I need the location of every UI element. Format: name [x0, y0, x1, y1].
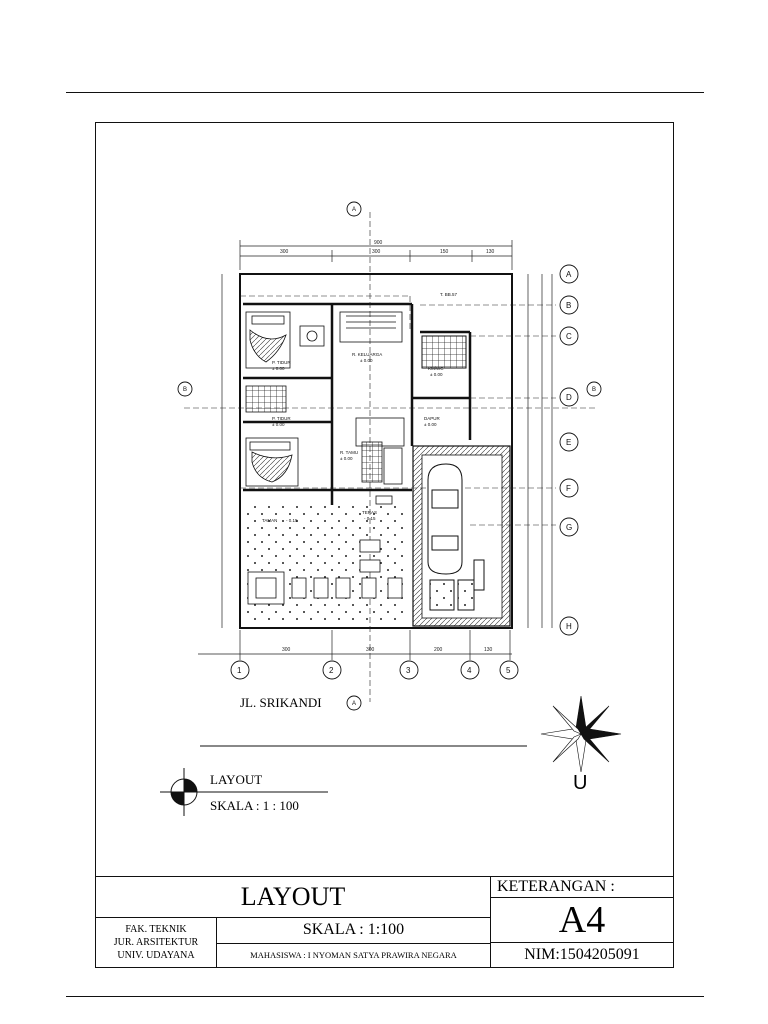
- label-room-3: R. KELUARGA: [352, 352, 382, 357]
- label-room-16: - 0.15: [286, 518, 298, 523]
- label-room-10: ± 0.00: [424, 422, 437, 427]
- caption-symbol-icon: [160, 768, 328, 816]
- grid-bubbles-right: A B C D E F G H: [559, 264, 579, 636]
- grid-letter-e: E: [566, 438, 571, 447]
- bedroom-2-furniture: [245, 385, 299, 487]
- keterangan-label: KETERANGAN :: [497, 878, 615, 895]
- label-room-15: TAMAN: [262, 518, 277, 523]
- title-block-title: LAYOUT: [240, 882, 346, 911]
- section-marker-b-right: B: [592, 387, 596, 393]
- top-dim-4: 130: [486, 249, 495, 255]
- title-block-paper: A4: [490, 897, 674, 943]
- paper-size: A4: [558, 899, 606, 941]
- grid-letter-c: C: [566, 332, 572, 341]
- label-room-2: ± 0.00: [272, 366, 285, 371]
- label-room-0: T. BB.57: [440, 292, 458, 297]
- top-dim-3: 150: [440, 249, 449, 255]
- site-boundary: [239, 273, 513, 629]
- grid-number-5: 5: [506, 666, 511, 675]
- interior-walls: [243, 302, 472, 505]
- institution-line-3: UNIV. UDAYANA: [117, 950, 195, 961]
- label-room-6: ± 0.00: [430, 372, 443, 377]
- grid-number-4: 4: [467, 666, 472, 675]
- caption-title: LAYOUT: [210, 772, 263, 787]
- section-marker-a-top: A: [352, 207, 356, 213]
- bottom-rule: [66, 996, 704, 997]
- institution-line-1: FAK. TEKNIK: [125, 924, 187, 935]
- grid-number-3: 3: [406, 666, 411, 675]
- label-room-7: P. TIDUR: [272, 416, 291, 421]
- grid-bubbles-bottom: 1 2 3 4 5: [230, 660, 519, 680]
- label-room-1: P. TIDUR: [272, 360, 291, 365]
- title-block-scale: SKALA : 1:100: [216, 917, 491, 944]
- bottom-dim-4: 130: [484, 647, 493, 653]
- grid-letter-g: G: [566, 523, 572, 532]
- grid-letter-b: B: [566, 301, 571, 310]
- car-symbol: [427, 463, 485, 611]
- section-marker-a-bottom: A: [352, 701, 356, 707]
- section-marker-b-left: B: [183, 387, 187, 393]
- grid-number-1: 1: [237, 666, 242, 675]
- grid-letter-a: A: [566, 270, 572, 279]
- title-block-keterangan: KETERANGAN :: [490, 876, 674, 898]
- caption-scale: SKALA : 1 : 100: [210, 798, 299, 813]
- side-dimension-lines: [221, 274, 553, 628]
- title-block-institution: FAK. TEKNIK JUR. ARSITEKTUR UNIV. UDAYAN…: [95, 917, 217, 968]
- label-room-12: ± 0.00: [340, 456, 353, 461]
- label-room-4: ± 0.00: [360, 358, 373, 363]
- label-room-9: DAPUR: [424, 416, 441, 421]
- bottom-dim-1: 300: [282, 647, 291, 653]
- living-furniture: [339, 311, 405, 485]
- title-block-student: MAHASISWA : I NYOMAN SATYA PRAWIRA NEGAR…: [216, 943, 491, 968]
- north-label: U: [573, 772, 588, 794]
- bedroom-1-furniture: [245, 311, 325, 369]
- section-markers: A A B B: [177, 201, 602, 711]
- top-dim-1: 300: [280, 249, 289, 255]
- top-total-dim: 900: [374, 240, 383, 246]
- top-dimension-lines: [239, 240, 513, 270]
- garden-area: [243, 505, 408, 625]
- label-room-5: KM/WC: [428, 366, 444, 371]
- title-block-main: LAYOUT: [95, 876, 491, 918]
- grid-number-2: 2: [329, 666, 334, 675]
- grid-letter-f: F: [566, 484, 571, 493]
- terrace-furniture: [247, 495, 403, 605]
- bottom-dim-3: 200: [434, 647, 443, 653]
- nim: NIM:1504205091: [524, 946, 640, 963]
- north-arrow-icon: [540, 695, 622, 773]
- title-block-nim: NIM:1504205091: [490, 942, 674, 968]
- grid-letter-h: H: [566, 622, 572, 631]
- bottom-dimension-lines: [198, 630, 512, 660]
- bathroom-tiles: [421, 335, 467, 369]
- label-room-14: - 0.15: [364, 516, 376, 521]
- top-dim-2: 300: [372, 249, 381, 255]
- label-room-11: R. TAMU: [340, 450, 358, 455]
- top-rule: [66, 92, 704, 93]
- street-name: JL. SRIKANDI: [240, 695, 322, 710]
- label-room-8: ± 0.00: [272, 422, 285, 427]
- institution-line-2: JUR. ARSITEKTUR: [113, 937, 199, 948]
- title-block-scale-text: SKALA : 1:100: [302, 921, 405, 938]
- student-name: MAHASISWA : I NYOMAN SATYA PRAWIRA NEGAR…: [250, 950, 457, 960]
- label-room-13: TERAS: [362, 510, 377, 515]
- grid-letter-d: D: [566, 393, 572, 402]
